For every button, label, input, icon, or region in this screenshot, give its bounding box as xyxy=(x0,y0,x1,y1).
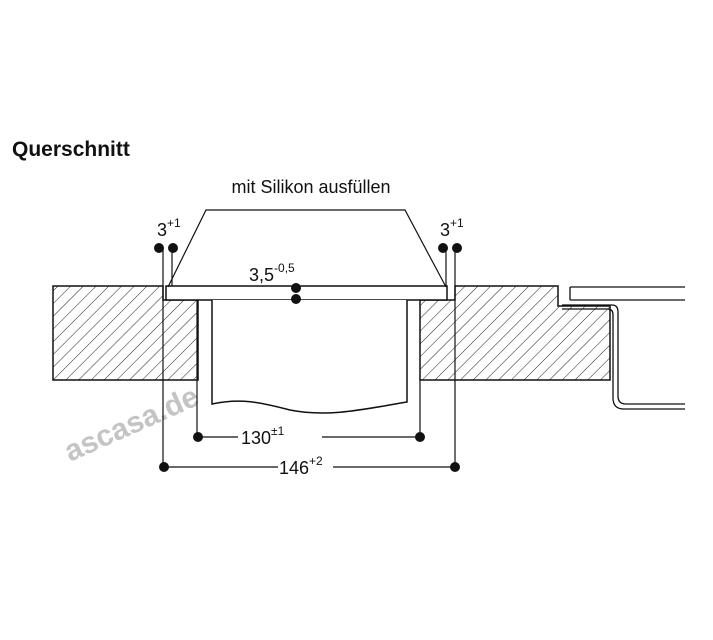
adjacent-appliance xyxy=(562,286,685,410)
inner-width-dimension: 130±1 xyxy=(241,424,285,448)
glass-plate xyxy=(165,285,448,301)
glass-thickness-dimension: 3,5-0,5 xyxy=(249,261,295,285)
glass-thickness-markers xyxy=(291,283,301,304)
gap-right-dimension: 3+1 xyxy=(440,216,464,240)
silicone-leader xyxy=(167,209,447,288)
silicone-label: mit Silikon ausfüllen xyxy=(231,177,390,197)
appliance-body xyxy=(211,300,408,414)
cutout-width-dimension: 146+2 xyxy=(279,454,323,478)
inner-width-dimension-line xyxy=(193,432,425,442)
extension-lines xyxy=(162,247,456,467)
diagram-title: Querschnitt xyxy=(12,138,130,161)
cutout-width-dimension-line xyxy=(159,462,460,472)
watermark: ascasa.de xyxy=(59,380,203,468)
gap-left-markers xyxy=(154,243,178,253)
gap-right-markers xyxy=(438,243,462,253)
gap-left-dimension: 3+1 xyxy=(157,216,181,240)
